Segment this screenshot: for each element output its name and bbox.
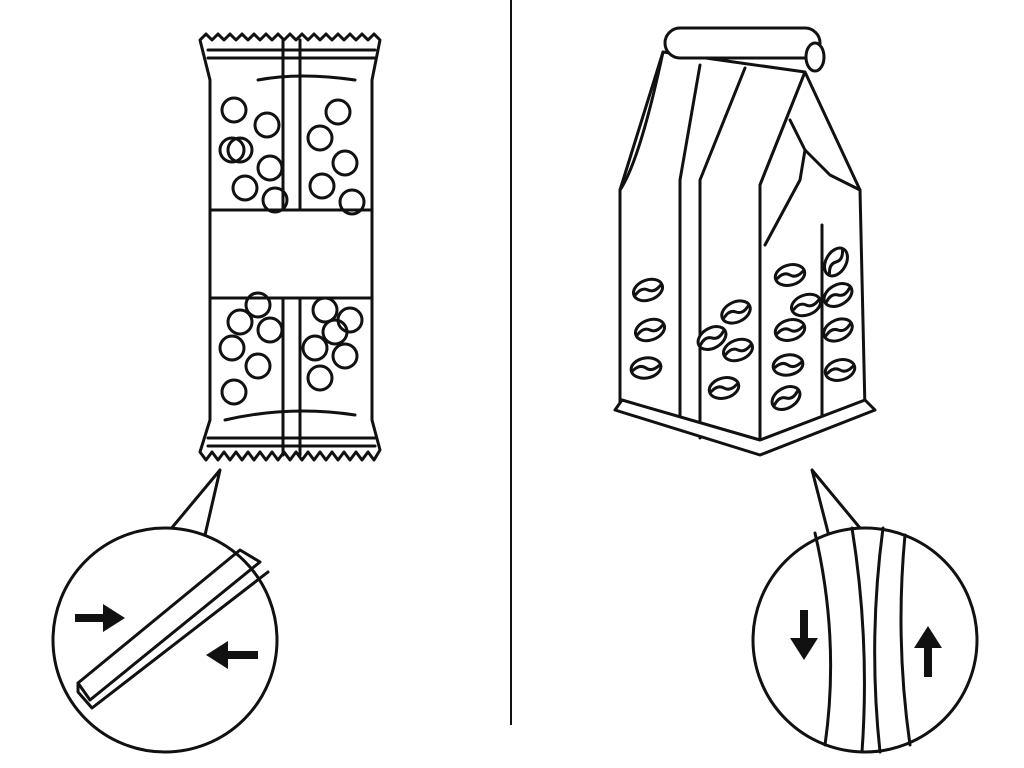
coffee-bean-icon [771, 353, 805, 377]
ball-icon [306, 364, 334, 392]
ball-icon [218, 334, 246, 362]
flow-wrap-seal-detail [51, 468, 279, 754]
arrow-down-icon [790, 610, 818, 660]
coffee-bean-icon [823, 358, 857, 382]
arrow-left-icon [206, 641, 258, 669]
ball-icon [220, 96, 248, 124]
arrow-up-icon [914, 626, 942, 677]
ball-icon [218, 136, 246, 164]
coffee-bean-icon [696, 325, 728, 351]
ball-icon [324, 98, 352, 126]
coffee-bean-icon [707, 376, 741, 400]
coffee-bean-icon [629, 356, 663, 380]
ball-icon [256, 154, 284, 182]
coffee-bean-icon [770, 385, 802, 411]
ball-icon [220, 378, 248, 406]
coffee-bean-icon [789, 292, 823, 318]
ball-icon [306, 124, 334, 152]
ball-icon [331, 149, 359, 177]
ball-icon [301, 334, 329, 362]
coffee-bean-icon [721, 337, 755, 363]
ball-icon [244, 291, 272, 319]
coffee-bean-icon [633, 317, 667, 343]
ball-icon [226, 136, 254, 164]
coffee-bean-icon [823, 246, 849, 278]
coffee-bean-icon [822, 282, 854, 308]
coffee-bean-icon [822, 317, 854, 343]
ball-icon [261, 186, 289, 214]
coffee-bean-icon [720, 299, 752, 325]
coffee-bean-icon [631, 277, 665, 303]
ball-icon [338, 188, 366, 216]
ball-icon [311, 296, 339, 324]
coffee-bean-icon [773, 263, 807, 287]
gusset-coffee-bag [613, 26, 877, 457]
ball-icon [321, 318, 349, 346]
flow-wrap-package [198, 32, 382, 462]
coffee-bean-icon [773, 318, 807, 342]
arrow-right-icon [75, 604, 125, 632]
ball-icon [253, 111, 281, 139]
ball-icon [331, 342, 359, 370]
gusset-seam-detail [751, 468, 979, 754]
ball-icon [256, 316, 284, 344]
ball-icon [231, 174, 259, 202]
ball-icon [308, 172, 336, 200]
ball-icon [226, 308, 254, 336]
ball-icon [244, 352, 272, 380]
